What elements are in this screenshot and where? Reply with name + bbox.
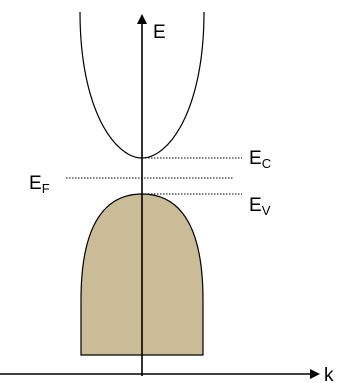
valence-level-label: EV (249, 195, 271, 218)
k-axis-label: k (324, 365, 334, 383)
energy-axis-label: E (153, 22, 166, 43)
fermi-level-label: EF (29, 173, 50, 196)
conduction-level-label: EC (249, 148, 271, 171)
